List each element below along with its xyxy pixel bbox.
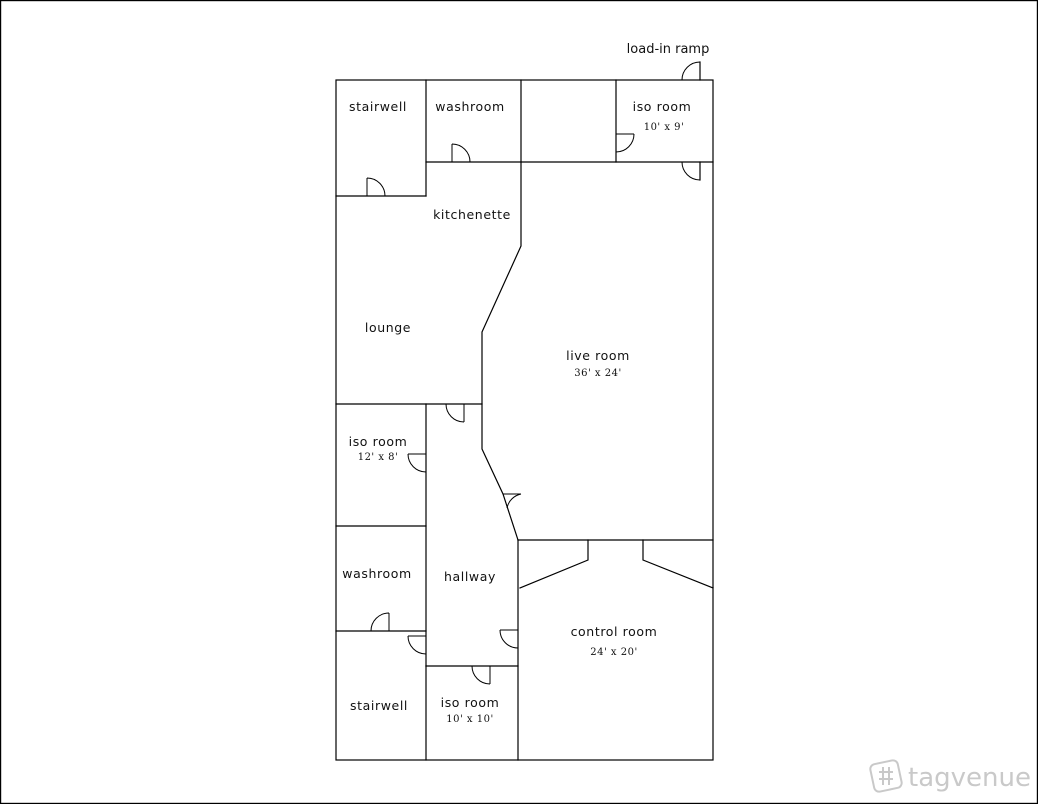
door-stairwell-bottom xyxy=(407,635,427,655)
tagvenue-logo-icon xyxy=(869,759,903,793)
lounge-label: lounge xyxy=(365,320,411,335)
door-washroom-bottom xyxy=(370,612,390,632)
door-stairwell-top xyxy=(366,177,386,197)
stairwell-bottom-label: stairwell xyxy=(350,698,408,713)
watermark: tagvenue xyxy=(869,759,1031,793)
washroom-top-label: washroom xyxy=(435,99,504,114)
door-washroom-top xyxy=(451,143,471,163)
door-iso-room-bottom xyxy=(471,665,491,685)
iso-room-mid-label: iso room xyxy=(349,434,408,449)
washroom-bottom-label: washroom xyxy=(342,566,411,581)
iso-room-top-dim: 10' x 9' xyxy=(644,122,685,133)
door-load-in-ramp xyxy=(681,61,701,81)
live-room-dim: 36' x 24' xyxy=(574,368,621,379)
kitchenette-label: kitchenette xyxy=(433,207,511,222)
iso-room-mid-dim: 12' x 8' xyxy=(358,452,399,463)
live-room-label: live room xyxy=(566,348,630,363)
hallway-label: hallway xyxy=(444,569,496,584)
door-live-room-top xyxy=(681,161,701,181)
live-room-west-wall xyxy=(481,161,522,541)
doors xyxy=(366,61,701,685)
control-room-label: control room xyxy=(571,624,658,639)
door-control-room xyxy=(499,629,519,649)
control-room-dim: 24' x 20' xyxy=(590,647,637,658)
iso-room-bottom-label: iso room xyxy=(441,695,500,710)
load-in-ramp-label: load-in ramp xyxy=(627,42,710,57)
iso-room-bottom-dim: 10' x 10' xyxy=(446,714,493,725)
building-outline xyxy=(335,79,714,761)
stairwell-top-label: stairwell xyxy=(349,99,407,114)
room-labels: load-in ramp stairwell washroom iso room… xyxy=(342,42,709,725)
door-iso-room-mid xyxy=(407,453,427,473)
door-live-room-hallway xyxy=(503,493,522,509)
iso-room-top-label: iso room xyxy=(633,99,692,114)
door-lounge-hallway xyxy=(445,403,465,423)
watermark-text: tagvenue xyxy=(908,763,1031,793)
control-room-right-window xyxy=(642,539,714,589)
control-room-left-window xyxy=(519,539,589,589)
door-iso-room-top xyxy=(615,133,635,153)
